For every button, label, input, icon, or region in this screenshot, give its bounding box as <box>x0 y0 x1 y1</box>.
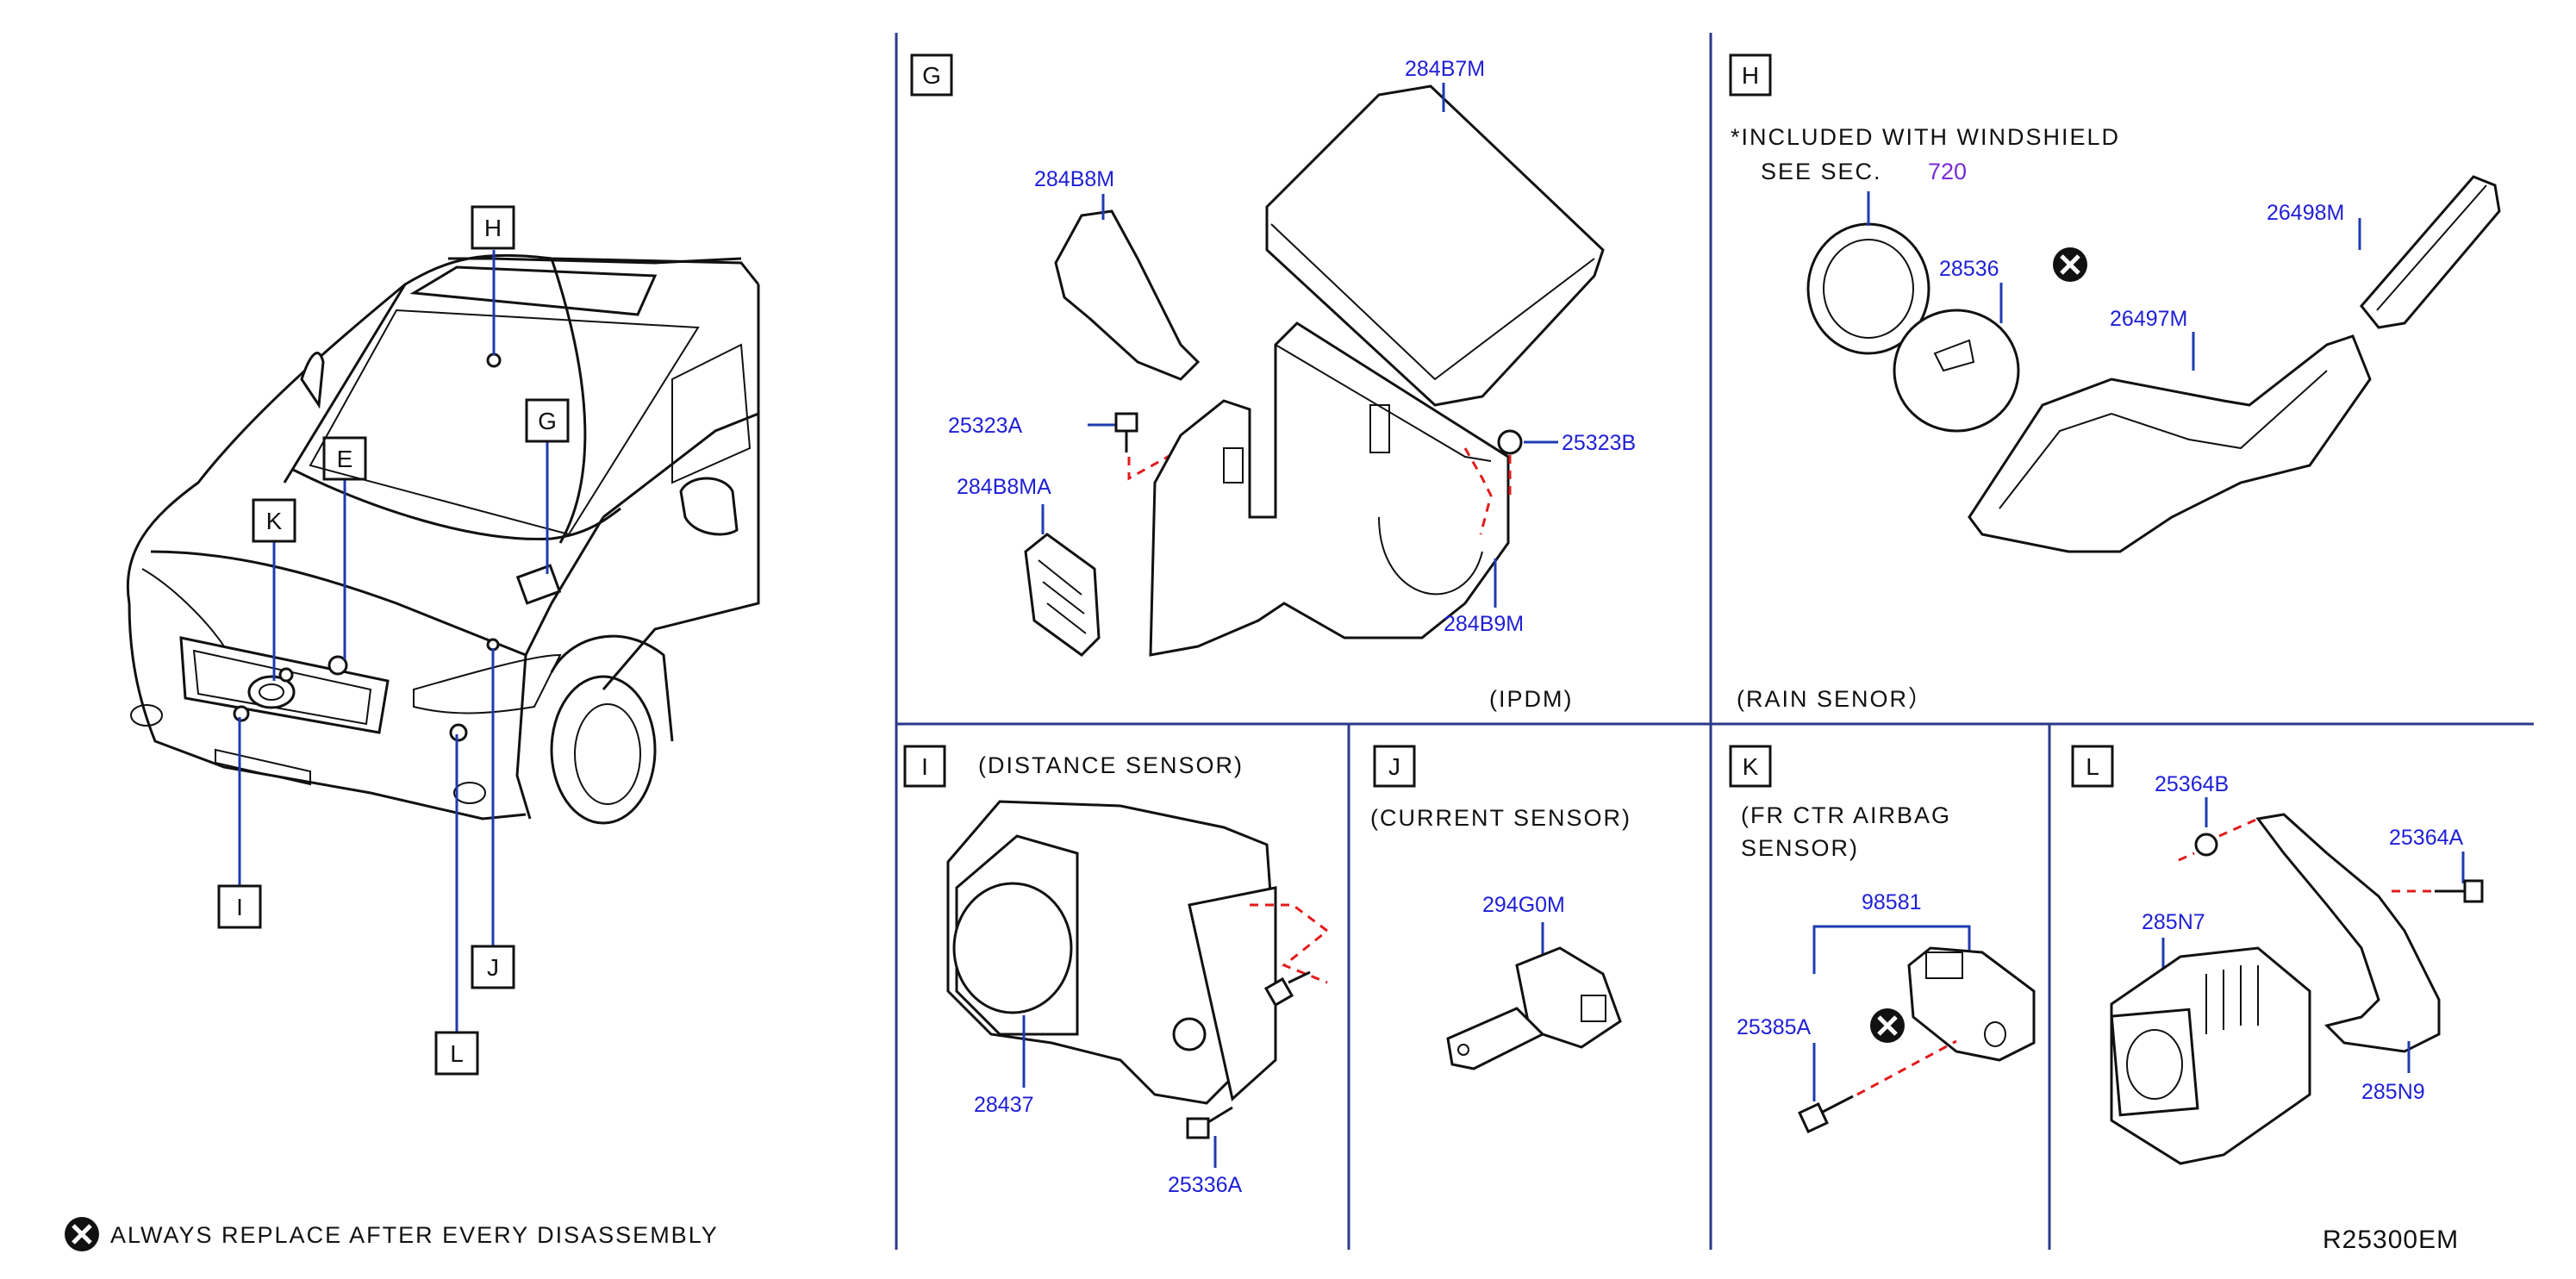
airbag-sensor <box>1907 946 2036 1062</box>
svg-text:L: L <box>450 1040 464 1067</box>
callout-G[interactable]: G <box>525 398 570 443</box>
svg-text:J: J <box>487 954 499 981</box>
label-25323B: 25323B <box>1562 431 1636 455</box>
note-see-sec: SEE SEC. <box>1761 159 1882 184</box>
panel-G: G 284B7M 284B8M 25323A 284B8MA 25323B <box>910 53 1636 712</box>
caption-airbag-sensor-2: SENSOR) <box>1741 835 1859 861</box>
panel-G-letter: G <box>922 62 941 89</box>
label-25323A: 25323A <box>948 414 1023 438</box>
panel-L-letter: L <box>2086 753 2099 780</box>
panel-I: I (DISTANCE SENSOR) 28437 25336A <box>903 745 1330 1197</box>
panel-L: L 25364B 25364A 285N9 285N7 <box>2071 745 2484 1165</box>
caption-current-sensor: (CURRENT SENSOR) <box>1370 805 1631 831</box>
callout-H[interactable]: H <box>471 205 515 250</box>
svg-text:I: I <box>236 894 243 920</box>
label-285N9: 285N9 <box>2361 1080 2425 1104</box>
panel-K-letter: K <box>1743 753 1759 780</box>
caption-airbag-sensor-1: (FR CTR AIRBAG <box>1741 802 1951 828</box>
callout-E[interactable]: E <box>322 436 367 481</box>
label-28437: 28437 <box>974 1093 1034 1117</box>
panel-I-letter: I <box>921 753 928 780</box>
note-included-windshield: *INCLUDED WITH WINDSHIELD <box>1731 124 2120 150</box>
bracket-284B8M <box>1054 209 1201 381</box>
svg-text:K: K <box>266 508 283 534</box>
label-285N7: 285N7 <box>2142 910 2205 934</box>
rain-sensor-28536 <box>1893 309 2020 433</box>
label-25364B: 25364B <box>2155 772 2229 796</box>
panel-J-letter: J <box>1388 753 1400 780</box>
label-25336A: 25336A <box>1168 1173 1243 1197</box>
rain-sensor-cover <box>1968 334 2372 553</box>
label-294G0M: 294G0M <box>1482 893 1565 917</box>
bracket-284B8MA <box>1024 533 1101 657</box>
callout-L[interactable]: L <box>434 1031 479 1076</box>
label-26497M: 26497M <box>2110 307 2187 331</box>
caption-ipdm: (IPDM) <box>1489 686 1573 712</box>
label-284B8MA: 284B8MA <box>957 475 1051 499</box>
label-98581: 98581 <box>1862 890 1922 914</box>
bracket-285N9 <box>2255 813 2441 1053</box>
ipdm-box <box>1149 321 1510 657</box>
callout-I[interactable]: I <box>217 884 262 929</box>
callout-K[interactable]: K <box>252 498 296 543</box>
label-284B9M: 284B9M <box>1444 612 1524 636</box>
svg-text:E: E <box>337 446 353 472</box>
label-26498M: 26498M <box>2267 201 2344 225</box>
label-25364A: 25364A <box>2389 826 2464 850</box>
vehicle-overview <box>126 250 760 1033</box>
panel-H-letter: H <box>1742 62 1759 89</box>
ipdm-cover <box>1265 84 1605 407</box>
panel-K: K (FR CTR AIRBAG SENSOR) 98581 25385A <box>1729 745 2036 1133</box>
label-25385A: 25385A <box>1737 1015 1812 1039</box>
panel-frame <box>895 33 2534 1250</box>
label-28536: 28536 <box>1939 257 1999 281</box>
caption-distance-sensor: (DISTANCE SENSOR) <box>978 752 1244 778</box>
label-284B8M: 284B8M <box>1034 167 1114 191</box>
link-sec-720[interactable]: 720 <box>1928 159 1967 184</box>
svg-text:H: H <box>484 215 502 241</box>
svg-text:G: G <box>538 408 557 434</box>
legend: ALWAYS REPLACE AFTER EVERY DISASSEMBLY <box>65 1217 719 1251</box>
panel-H: H *INCLUDED WITH WINDSHIELD SEE SEC. 720… <box>1729 53 2501 712</box>
label-284B7M: 284B7M <box>1405 57 1485 81</box>
legend-text: ALWAYS REPLACE AFTER EVERY DISASSEMBLY <box>110 1222 719 1248</box>
callout-J[interactable]: J <box>471 945 515 989</box>
caption-rain-sensor: (RAIN SENOR） <box>1737 686 1933 712</box>
diagram-code: R25300EM <box>2323 1226 2459 1254</box>
panel-J: J (CURRENT SENSOR) 294G0M <box>1370 745 1631 1070</box>
